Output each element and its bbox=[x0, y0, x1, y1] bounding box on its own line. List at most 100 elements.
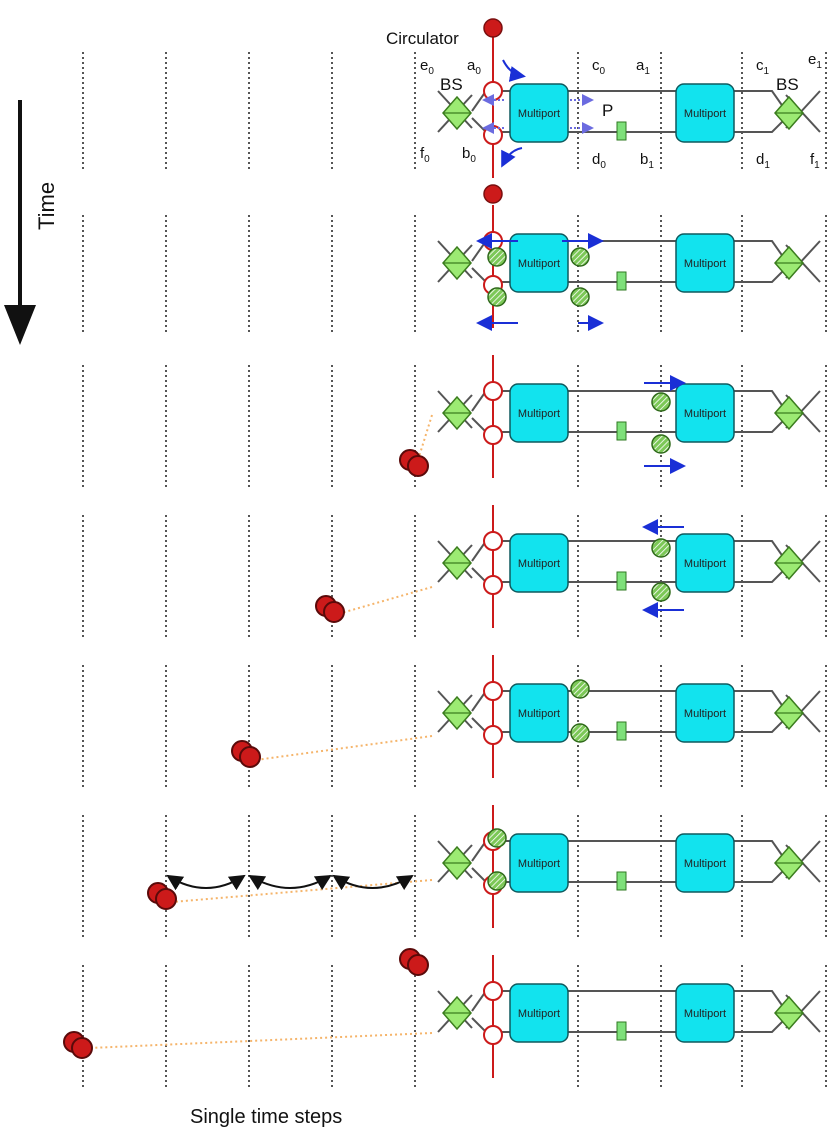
waveguide-bottom bbox=[471, 417, 787, 433]
waveguide-bottom bbox=[471, 267, 787, 283]
waveguide-bottom bbox=[471, 1017, 787, 1033]
photon-mode-d1 bbox=[651, 582, 671, 602]
time-axis: Time bbox=[4, 100, 59, 345]
row-2: Multiport Multiport bbox=[437, 184, 821, 331]
photon-mode-b0 bbox=[487, 871, 507, 891]
multiport-1 bbox=[675, 83, 735, 143]
phase-label: P bbox=[602, 101, 613, 120]
output-photon-pair-b bbox=[155, 888, 177, 910]
circulator-port-top bbox=[483, 681, 503, 701]
photon-mode-a0 bbox=[487, 828, 507, 848]
multiport-0 bbox=[509, 83, 569, 143]
multiport-1-label: Multiport bbox=[684, 858, 726, 870]
port-label-f0: f0 bbox=[420, 145, 430, 165]
waveguide-top bbox=[471, 240, 787, 262]
phase-shifter bbox=[616, 421, 627, 441]
circulator-arrow-top bbox=[502, 59, 526, 82]
circulator-port-bottom bbox=[483, 575, 503, 595]
row-7: Multiport Multiport bbox=[63, 948, 821, 1078]
circulator-port-top bbox=[483, 381, 503, 401]
photon-incoming bbox=[483, 184, 503, 204]
photon-mode-b0 bbox=[487, 287, 507, 307]
waveguide-bottom bbox=[471, 867, 787, 883]
row-3: Multiport Multiport bbox=[399, 355, 821, 478]
time-step-arc-2 bbox=[248, 874, 332, 891]
photon-mode-d0 bbox=[570, 287, 590, 307]
waveguide-top bbox=[471, 840, 787, 862]
multiport-1 bbox=[675, 533, 735, 593]
circulator-port-bottom bbox=[483, 1025, 503, 1045]
photon-trace bbox=[337, 586, 433, 615]
multiport-0-label: Multiport bbox=[518, 1008, 560, 1020]
multiport-0-label: Multiport bbox=[518, 258, 560, 270]
port-label-e0: e0 bbox=[420, 57, 434, 77]
output-photon-pair-b bbox=[239, 746, 261, 768]
output-photon-pair-b bbox=[71, 1037, 93, 1059]
multiport-1-label: Multiport bbox=[684, 1008, 726, 1020]
port-label-b0: b0 bbox=[462, 145, 476, 165]
bs-right-label: BS bbox=[776, 75, 799, 94]
circulator-arrow-bottom bbox=[501, 147, 523, 168]
multiport-0 bbox=[509, 683, 569, 743]
waveguide-top bbox=[471, 90, 787, 112]
multiport-0-label: Multiport bbox=[518, 408, 560, 420]
multiport-0 bbox=[509, 383, 569, 443]
photon-mode-a1 bbox=[651, 392, 671, 412]
multiport-1 bbox=[675, 233, 735, 293]
port-labels: Circulator e0 a0 c0 a1 c1 e1 BS BS P f0 … bbox=[386, 29, 822, 171]
circulator-label: Circulator bbox=[386, 29, 459, 48]
photon-trace bbox=[171, 879, 433, 903]
waveguide-bottom bbox=[471, 717, 787, 733]
port-label-d0: d0 bbox=[592, 151, 606, 171]
multiport-0 bbox=[509, 233, 569, 293]
photon-incoming bbox=[483, 18, 503, 38]
port-label-f1: f1 bbox=[810, 151, 820, 171]
multiport-1 bbox=[675, 833, 735, 893]
port-label-d1: d1 bbox=[756, 151, 770, 171]
multiport-1 bbox=[675, 983, 735, 1043]
time-arrow-head bbox=[4, 305, 36, 345]
circulator-port-bottom bbox=[483, 725, 503, 745]
output-photon-pair-b bbox=[323, 601, 345, 623]
waveguide-bottom bbox=[471, 567, 787, 583]
port-label-e1: e1 bbox=[808, 51, 822, 71]
time-step-indicators: Single time steps bbox=[166, 874, 414, 1128]
phase-shifter bbox=[616, 121, 627, 141]
phase-shifter bbox=[616, 721, 627, 741]
waveguide-top bbox=[471, 690, 787, 712]
photon-mode-b1 bbox=[651, 434, 671, 454]
circulator-port-top bbox=[483, 531, 503, 551]
multiport-1 bbox=[675, 383, 735, 443]
photon-mode-c1 bbox=[651, 538, 671, 558]
port-label-a0: a0 bbox=[467, 57, 481, 77]
phase-shifter bbox=[616, 571, 627, 591]
bs-left-label: BS bbox=[440, 75, 463, 94]
waveguide-bottom bbox=[471, 117, 787, 133]
multiport-1 bbox=[675, 683, 735, 743]
output-photon-pair-b bbox=[407, 455, 429, 477]
circulator-port-bottom bbox=[483, 425, 503, 445]
circulator-port-top bbox=[483, 981, 503, 1001]
multiport-1-label: Multiport bbox=[684, 108, 726, 120]
phase-shifter bbox=[616, 271, 627, 291]
phase-shifter bbox=[616, 871, 627, 891]
waveguide-top bbox=[471, 390, 787, 412]
photon-mode-a0 bbox=[487, 247, 507, 267]
time-step-arc-1 bbox=[166, 874, 246, 891]
multiport-1-label: Multiport bbox=[684, 408, 726, 420]
multiport-0 bbox=[509, 833, 569, 893]
port-label-c0: c0 bbox=[592, 57, 606, 77]
photon-pair-circulator-b bbox=[407, 954, 429, 976]
multiport-1-label: Multiport bbox=[684, 258, 726, 270]
multiport-0-label: Multiport bbox=[518, 858, 560, 870]
multiport-0 bbox=[509, 533, 569, 593]
waveguide-top bbox=[471, 540, 787, 562]
photon-mode-c0 bbox=[570, 247, 590, 267]
phase-shifter bbox=[616, 1021, 627, 1041]
multiport-1-label: Multiport bbox=[684, 558, 726, 570]
single-time-steps-label: Single time steps bbox=[190, 1106, 342, 1128]
